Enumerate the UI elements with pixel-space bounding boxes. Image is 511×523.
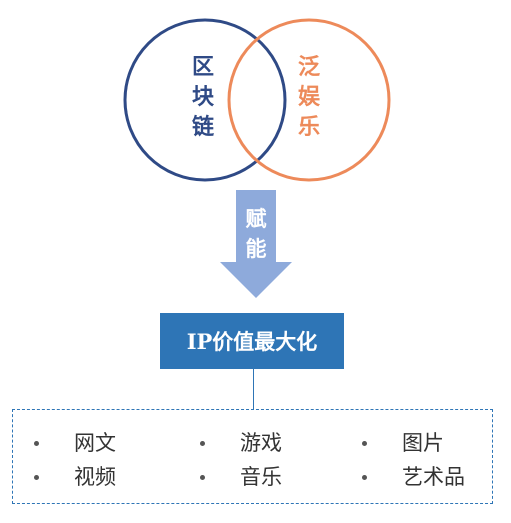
empower-label-char: 能 bbox=[245, 236, 267, 261]
ip-value-maximization-box: IP价值最大化 bbox=[160, 313, 344, 369]
bullet-icon bbox=[200, 475, 205, 480]
blockchain-label: 区 块 链 bbox=[188, 52, 218, 142]
bullet-icon bbox=[362, 441, 367, 446]
pan-entertainment-label-char: 泛 bbox=[297, 54, 320, 80]
bullet-icon bbox=[34, 441, 39, 446]
empower-arrow-icon bbox=[220, 190, 292, 298]
content-item-web-novels: 网文 bbox=[74, 431, 116, 455]
content-item-games: 游戏 bbox=[240, 431, 282, 455]
pan-entertainment-label-char: 娱 bbox=[297, 84, 320, 110]
blockchain-label-char: 块 bbox=[191, 84, 214, 110]
venn-diagram bbox=[123, 18, 391, 182]
bullet-icon bbox=[362, 475, 367, 480]
pan-entertainment-label: 泛 娱 乐 bbox=[294, 52, 324, 142]
blockchain-label-char: 链 bbox=[191, 114, 214, 140]
content-item-artworks: 艺术品 bbox=[402, 465, 465, 489]
blockchain-circle bbox=[123, 18, 287, 182]
bullet-icon bbox=[200, 441, 205, 446]
blockchain-label-char: 区 bbox=[191, 54, 214, 80]
content-item-pictures: 图片 bbox=[402, 431, 444, 455]
pan-entertainment-label-char: 乐 bbox=[297, 114, 320, 140]
ip-value-maximization-label: IP价值最大化 bbox=[186, 329, 318, 354]
pan-entertainment-circle bbox=[227, 18, 391, 182]
connector-line bbox=[253, 369, 254, 410]
empower-label: 赋 能 bbox=[241, 204, 271, 264]
empower-label-char: 赋 bbox=[245, 206, 267, 231]
content-types-box bbox=[12, 409, 493, 504]
content-item-videos: 视频 bbox=[74, 465, 116, 489]
content-item-music: 音乐 bbox=[240, 465, 282, 489]
bullet-icon bbox=[34, 475, 39, 480]
